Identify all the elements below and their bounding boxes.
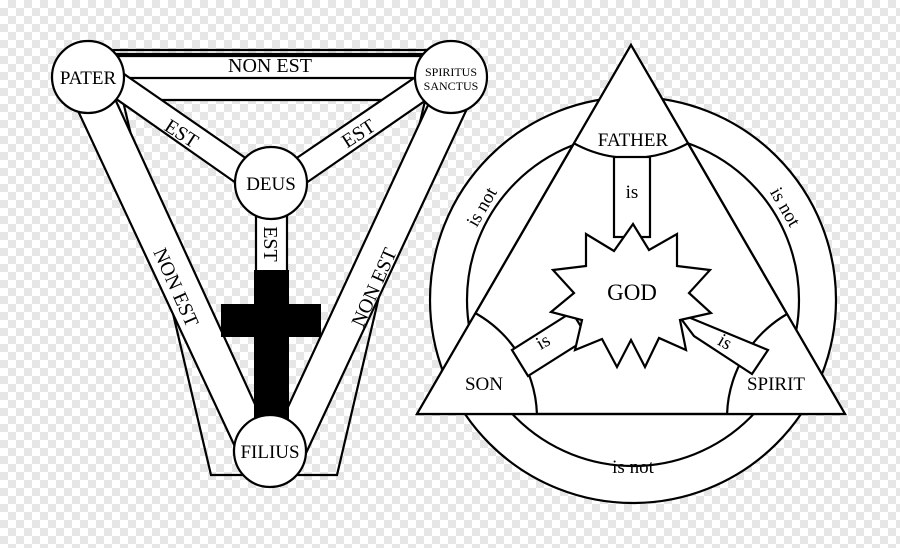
- edge-label-father-god: is: [626, 182, 639, 203]
- edge-label-top: NON EST: [228, 55, 312, 77]
- father-label: FATHER: [598, 130, 669, 151]
- filius-node: [232, 413, 308, 489]
- pater-label: PATER: [60, 68, 117, 89]
- god-label: GOD: [607, 280, 657, 305]
- spoke-spirit-god: [672, 309, 770, 376]
- outer-frame-outer-edge: [109, 48, 439, 477]
- pater-node: [50, 39, 126, 115]
- cross-icon: [221, 270, 321, 422]
- spiritus-label-line2: SANCTUS: [424, 79, 479, 93]
- spiritus-node: [413, 39, 489, 115]
- filius-label: FILIUS: [240, 442, 299, 463]
- edge-label-son-spirit: is not: [612, 457, 654, 478]
- edge-label-deus-filius: EST: [259, 226, 281, 262]
- spirit-node: [725, 296, 845, 414]
- god-star-icon: [548, 222, 714, 370]
- spirit-label: SPIRIT: [747, 374, 805, 395]
- spiritus-label-line1: SPIRITUS: [425, 65, 477, 79]
- son-node: [417, 296, 539, 414]
- deus-node: [233, 145, 309, 221]
- son-label: SON: [465, 374, 503, 395]
- deus-label: DEUS: [246, 174, 296, 195]
- latin-shield: PATER SPIRITUS SANCTUS DEUS FILIUS NON E…: [50, 39, 489, 489]
